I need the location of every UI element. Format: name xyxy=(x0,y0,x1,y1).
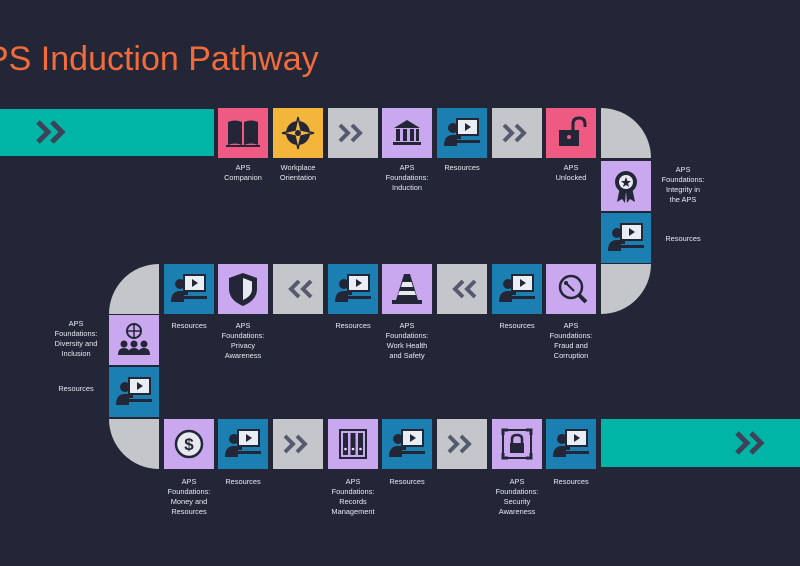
step-resources[interactable] xyxy=(218,419,268,469)
track-corner xyxy=(601,264,651,314)
step-label: APS Foundations: Fraud and Corruption xyxy=(549,321,593,360)
step-label: Resources xyxy=(444,163,480,172)
step-label: Resources xyxy=(58,384,94,393)
step-resources[interactable] xyxy=(109,367,159,417)
book-icon xyxy=(226,120,260,147)
chevrons-right-icon xyxy=(735,431,765,455)
step-label: Workplace Orientation xyxy=(279,163,317,182)
track-connector xyxy=(492,108,542,158)
presenter-icon xyxy=(116,377,152,405)
start-track-bar xyxy=(0,109,214,156)
traffic-cone-icon xyxy=(392,274,422,304)
step-label: APS Foundations: Money and Resources xyxy=(167,477,211,516)
step-label: Resources xyxy=(665,234,701,243)
presenter-icon xyxy=(335,274,371,302)
award-icon xyxy=(615,171,637,203)
chevrons-right-icon xyxy=(447,434,472,454)
chevrons-left-icon xyxy=(452,279,477,299)
step-label: Resources xyxy=(171,321,207,330)
step-resources[interactable] xyxy=(382,419,432,469)
step-label: APS Foundations: Records Management xyxy=(331,477,375,516)
step-foundations-security[interactable] xyxy=(492,419,542,469)
chevrons-right-icon xyxy=(283,434,308,454)
compass-icon xyxy=(281,116,315,150)
step-label: APS Foundations: Diversity and Inclusion xyxy=(54,319,98,358)
dollar-icon: $ xyxy=(174,429,204,459)
building-icon xyxy=(393,120,421,145)
chevrons-right-icon xyxy=(502,123,527,143)
step-label: APS Foundations: Induction xyxy=(385,163,429,192)
track-corner xyxy=(601,108,651,158)
step-label: Resources xyxy=(225,477,261,486)
step-resources[interactable] xyxy=(164,264,214,314)
lock-icon xyxy=(501,428,533,460)
presenter-icon xyxy=(608,223,644,251)
presenter-icon xyxy=(444,118,480,146)
presenter-icon xyxy=(389,429,425,457)
chevrons-right-icon xyxy=(338,123,363,143)
page-title: PS Induction Pathway xyxy=(0,40,319,78)
track-connector xyxy=(437,419,487,469)
step-label: Resources xyxy=(389,477,425,486)
step-foundations-privacy[interactable] xyxy=(218,264,268,314)
svg-text:$: $ xyxy=(184,435,194,454)
step-label: APS Foundations: Security Awareness xyxy=(495,477,539,516)
magnifier-icon xyxy=(558,274,588,304)
step-label: Resources xyxy=(499,321,535,330)
step-aps-unlocked[interactable] xyxy=(546,108,596,158)
end-track-bar xyxy=(601,419,800,467)
step-resources[interactable] xyxy=(546,419,596,469)
presenter-icon xyxy=(553,429,589,457)
track-connector xyxy=(437,264,487,314)
presenter-icon xyxy=(499,274,535,302)
step-resources[interactable] xyxy=(437,108,487,158)
step-foundations-integrity[interactable] xyxy=(601,161,651,211)
track-connector xyxy=(273,419,323,469)
step-foundations-fraud[interactable] xyxy=(546,264,596,314)
presenter-icon xyxy=(225,429,261,457)
step-resources[interactable] xyxy=(492,264,542,314)
chevrons-left-icon xyxy=(288,279,313,299)
track-corner xyxy=(109,264,159,314)
binders-icon xyxy=(339,429,367,459)
unlock-icon xyxy=(559,116,587,146)
step-foundations-whs[interactable] xyxy=(382,264,432,314)
step-resources[interactable] xyxy=(328,264,378,314)
people-globe-icon xyxy=(118,323,150,355)
step-label: APS Unlocked xyxy=(555,163,587,182)
step-label: APS Companion xyxy=(224,163,262,182)
track-connector xyxy=(328,108,378,158)
shield-icon xyxy=(229,273,257,306)
step-foundations-records[interactable] xyxy=(328,419,378,469)
step-label: APS Foundations: Privacy Awareness xyxy=(221,321,265,360)
step-label: Resources xyxy=(553,477,589,486)
chevrons-right-icon xyxy=(36,120,66,144)
presenter-icon xyxy=(171,274,207,302)
step-label: APS Foundations: Integrity in the APS xyxy=(661,165,705,204)
track-connector xyxy=(273,264,323,314)
step-label: Resources xyxy=(335,321,371,330)
step-foundations-diversity[interactable] xyxy=(109,315,159,365)
step-resources[interactable] xyxy=(601,213,651,263)
step-label: APS Foundations: Work Health and Safety xyxy=(385,321,429,360)
step-workplace-orientation[interactable] xyxy=(273,108,323,158)
step-aps-companion[interactable] xyxy=(218,108,268,158)
step-foundations-money[interactable]: $ xyxy=(164,419,214,469)
step-foundations-induction[interactable] xyxy=(382,108,432,158)
track-corner xyxy=(109,419,159,469)
